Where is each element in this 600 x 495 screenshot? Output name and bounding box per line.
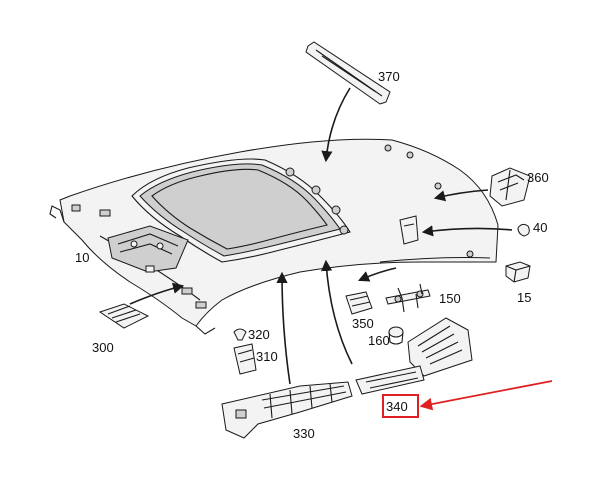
- highlight-340: [382, 380, 553, 418]
- label-160: 160: [368, 333, 390, 348]
- label-340: 340: [386, 399, 408, 414]
- part-150: [385, 283, 431, 313]
- label-10: 10: [75, 250, 89, 265]
- part-320: [233, 328, 247, 341]
- part-370: [305, 41, 391, 105]
- assembly-arrows: [129, 87, 513, 385]
- part-330: [221, 381, 353, 439]
- label-15: 15: [517, 290, 531, 305]
- part-15: [505, 261, 531, 283]
- part-160: [388, 326, 404, 345]
- part-350: [345, 291, 373, 315]
- part-labels: 370 360 40 15 150 10 300 320 310 350 160…: [75, 69, 549, 441]
- part-340: [355, 317, 473, 395]
- label-150: 150: [439, 291, 461, 306]
- label-320: 320: [248, 327, 270, 342]
- headliner-panel: [49, 138, 499, 335]
- label-370: 370: [378, 69, 400, 84]
- part-300: [98, 303, 150, 329]
- highlight-arrow: [419, 380, 553, 411]
- part-310: [233, 343, 257, 375]
- label-310: 310: [256, 349, 278, 364]
- bracket-on-headliner: [399, 215, 419, 245]
- label-360: 360: [527, 170, 549, 185]
- label-300: 300: [92, 340, 114, 355]
- highlight-box: [382, 394, 419, 418]
- part-40: [517, 223, 530, 237]
- label-330: 330: [293, 426, 315, 441]
- label-350: 350: [352, 316, 374, 331]
- label-40: 40: [533, 220, 547, 235]
- part-360: [489, 167, 531, 207]
